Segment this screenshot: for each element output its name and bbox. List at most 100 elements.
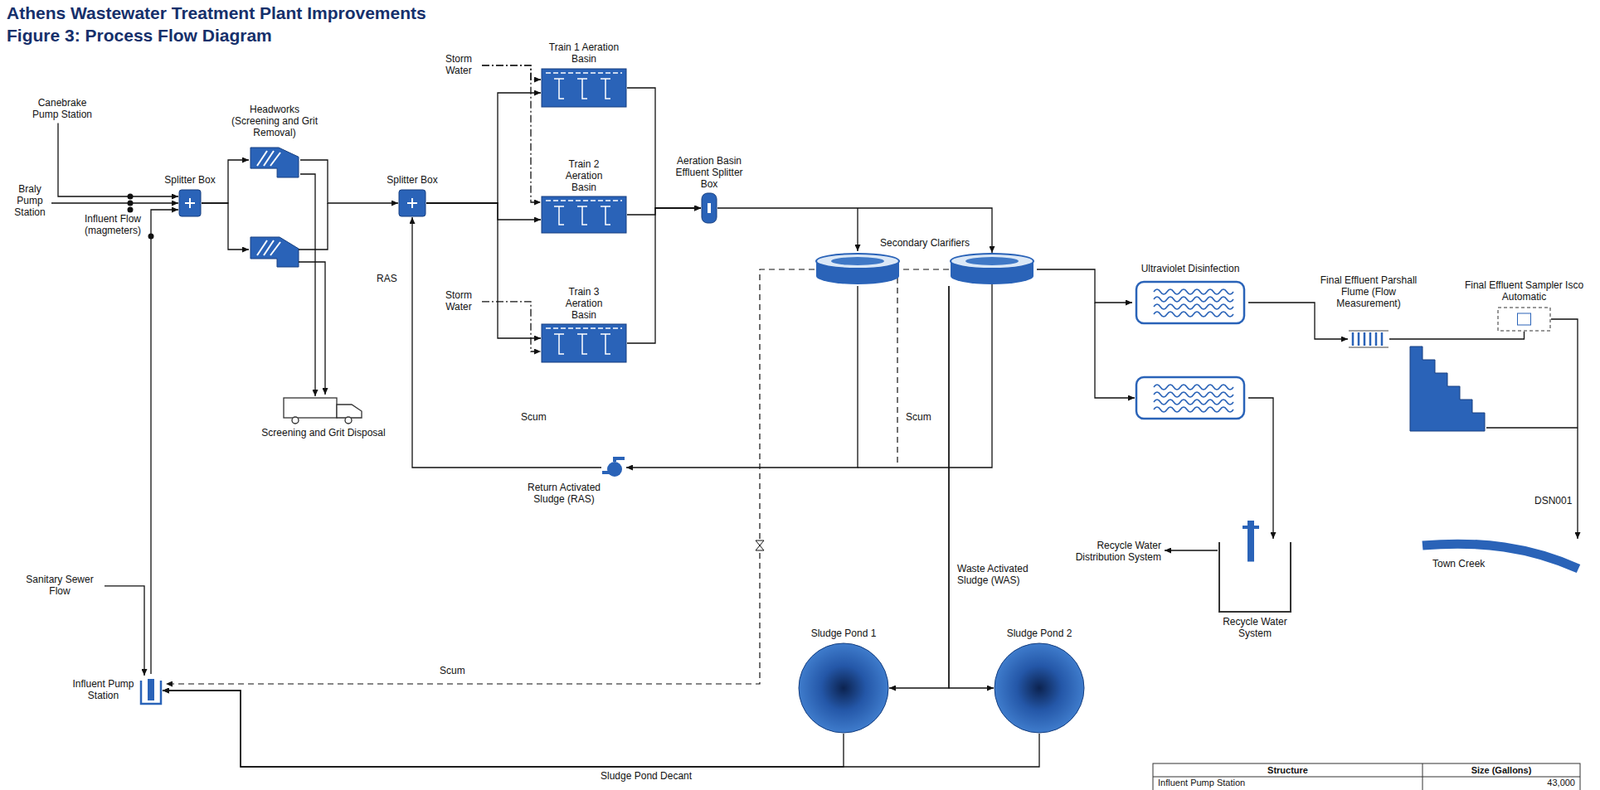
splitter-box: Splitter Box <box>178 189 202 218</box>
pump-icon <box>601 457 627 478</box>
structure-table <box>1152 763 1581 790</box>
diagram-caption: Figure 3: Process Flow Diagram <box>6 25 273 46</box>
flow-line <box>627 208 701 344</box>
flow-line <box>626 286 858 468</box>
flow-line <box>948 286 994 689</box>
parshall-flume: Final Effluent Parshall Flume (Flow Meas… <box>1347 327 1390 351</box>
node-label: Train 2 Aeration Basin <box>554 159 613 194</box>
flow-line <box>481 301 541 352</box>
node-label: Headworks (Screening and Grit Removal) <box>225 104 324 139</box>
effsplit-icon <box>700 192 718 224</box>
node-text: Storm Water <box>437 53 480 78</box>
basin-icon <box>540 195 628 234</box>
basin-icon <box>540 323 628 364</box>
effluent-sampler: Final Effluent Sampler Isco Automatic <box>1497 306 1552 332</box>
flow-line <box>1164 549 1218 551</box>
flow-line <box>58 123 179 197</box>
node-label: Ultraviolet Disinfection <box>1128 263 1253 276</box>
flow-line <box>162 690 1040 768</box>
flow-line <box>426 92 541 204</box>
node-label: Final Effluent Sampler Isco Automatic <box>1462 280 1587 304</box>
flow-line <box>627 87 701 209</box>
valve-symbol <box>755 540 764 551</box>
annotation: Scum <box>905 412 932 424</box>
recycle-water-tank: Recycle Water System <box>1217 539 1293 614</box>
flow-line <box>481 65 541 203</box>
process-lines <box>201 203 1578 468</box>
source-label: Canebrake Pump Station <box>29 97 96 122</box>
annotation: Influent Flow (magmeters) <box>78 213 147 238</box>
clarifiers-icon <box>812 252 1037 287</box>
node-label: Influent Pump Station <box>72 679 135 703</box>
town-creek: Town Creek <box>1422 539 1581 589</box>
node-label: Train 1 Aeration Basin <box>547 42 621 66</box>
node-label: Train 3 Aeration Basin <box>554 286 613 321</box>
flow-line <box>627 208 701 215</box>
headworks: Headworks (Screening and Grit Removal) <box>248 141 301 180</box>
node-label: Splitter Box <box>374 175 450 187</box>
sludge-pond: Sludge Pond 2 <box>993 642 1085 735</box>
node-label: Town Creek <box>1432 559 1508 571</box>
cascade-steps <box>1410 346 1485 432</box>
pond-icon <box>797 642 890 735</box>
node-text: Recycle Water Distribution System <box>1057 540 1162 565</box>
node-text: Canebrake Pump Station <box>29 97 96 122</box>
secondary-clarifiers: Secondary Clarifiers <box>812 252 1037 287</box>
truck-icon <box>282 396 365 425</box>
node-label: Splitter Box <box>152 175 228 187</box>
node-text: Braly Pump Station <box>11 184 49 219</box>
influent-pump-station: Influent Pump Station <box>139 675 163 706</box>
destination-label: Recycle Water Distribution System <box>1057 540 1162 565</box>
disposal-truck: Screening and Grit Disposal <box>282 396 365 425</box>
flow-line <box>481 65 541 80</box>
node-label: Screening and Grit Disposal <box>261 427 386 440</box>
node-label: Return Activated Sludge (RAS) <box>518 482 610 506</box>
aeration-basin: Train 3 Aeration Basin <box>540 323 628 364</box>
source-label: Braly Pump Station <box>11 184 49 219</box>
scum-lines <box>165 269 949 685</box>
flow-line <box>1248 398 1274 540</box>
splitter-box: Splitter Box <box>398 189 427 218</box>
flow-line <box>150 209 179 675</box>
headworks-lower <box>250 237 299 268</box>
table-cell: Size (Gallons) <box>1422 765 1581 777</box>
flow-line <box>889 286 949 689</box>
sludge-pond: Sludge Pond 1 <box>797 642 890 735</box>
flow-line <box>717 208 993 253</box>
effluent-splitter-box: Aeration Basin Effluent Splitter Box <box>700 192 718 224</box>
line-label: DSN001 <box>1532 496 1574 508</box>
node-text: Sanitary Sewer Flow <box>18 574 102 599</box>
pond-icon <box>993 642 1085 735</box>
line-label: RAS <box>374 273 399 286</box>
station-icon <box>139 675 163 706</box>
table-cell: Structure <box>1152 765 1423 777</box>
table-cell: 43,000 <box>1422 778 1576 789</box>
storm-water-label: Storm Water <box>437 290 480 314</box>
flow-line <box>300 174 316 397</box>
headworks-icon <box>248 141 301 180</box>
flow-line <box>104 586 145 676</box>
node-label: Aeration Basin Effluent Splitter Box <box>667 155 751 190</box>
sampler-icon <box>1497 306 1552 332</box>
node-text: Storm Water <box>437 290 480 314</box>
line-label: Sludge Pond Decant <box>598 771 694 783</box>
table-cell: Influent Pump Station <box>1157 778 1245 789</box>
uv-icon <box>1132 277 1249 432</box>
source-label: Sanitary Sewer Flow <box>18 574 102 599</box>
node-label: Secondary Clarifiers <box>862 238 988 250</box>
ras-pump: Return Activated Sludge (RAS) <box>601 457 627 478</box>
diagram-title: Athens Wastewater Treatment Plant Improv… <box>6 3 427 24</box>
flow-line <box>1036 269 1133 303</box>
node-label: Final Effluent Parshall Flume (Flow Meas… <box>1310 275 1427 310</box>
aeration-basin: Train 2 Aeration Basin <box>540 195 628 234</box>
flow-line <box>426 203 541 339</box>
aeration-basin: Train 1 Aeration Basin <box>540 68 628 108</box>
tank-icon <box>1217 539 1293 614</box>
flow-line <box>1389 331 1525 340</box>
flow-line <box>51 202 179 204</box>
node-label: Sludge Pond 2 <box>993 628 1085 641</box>
flow-line <box>162 690 844 768</box>
splitter-icon <box>398 189 427 218</box>
line-label: Waste Activated Sludge (WAS) <box>955 564 1059 588</box>
uv-disinfection: Ultraviolet Disinfection <box>1132 277 1249 432</box>
